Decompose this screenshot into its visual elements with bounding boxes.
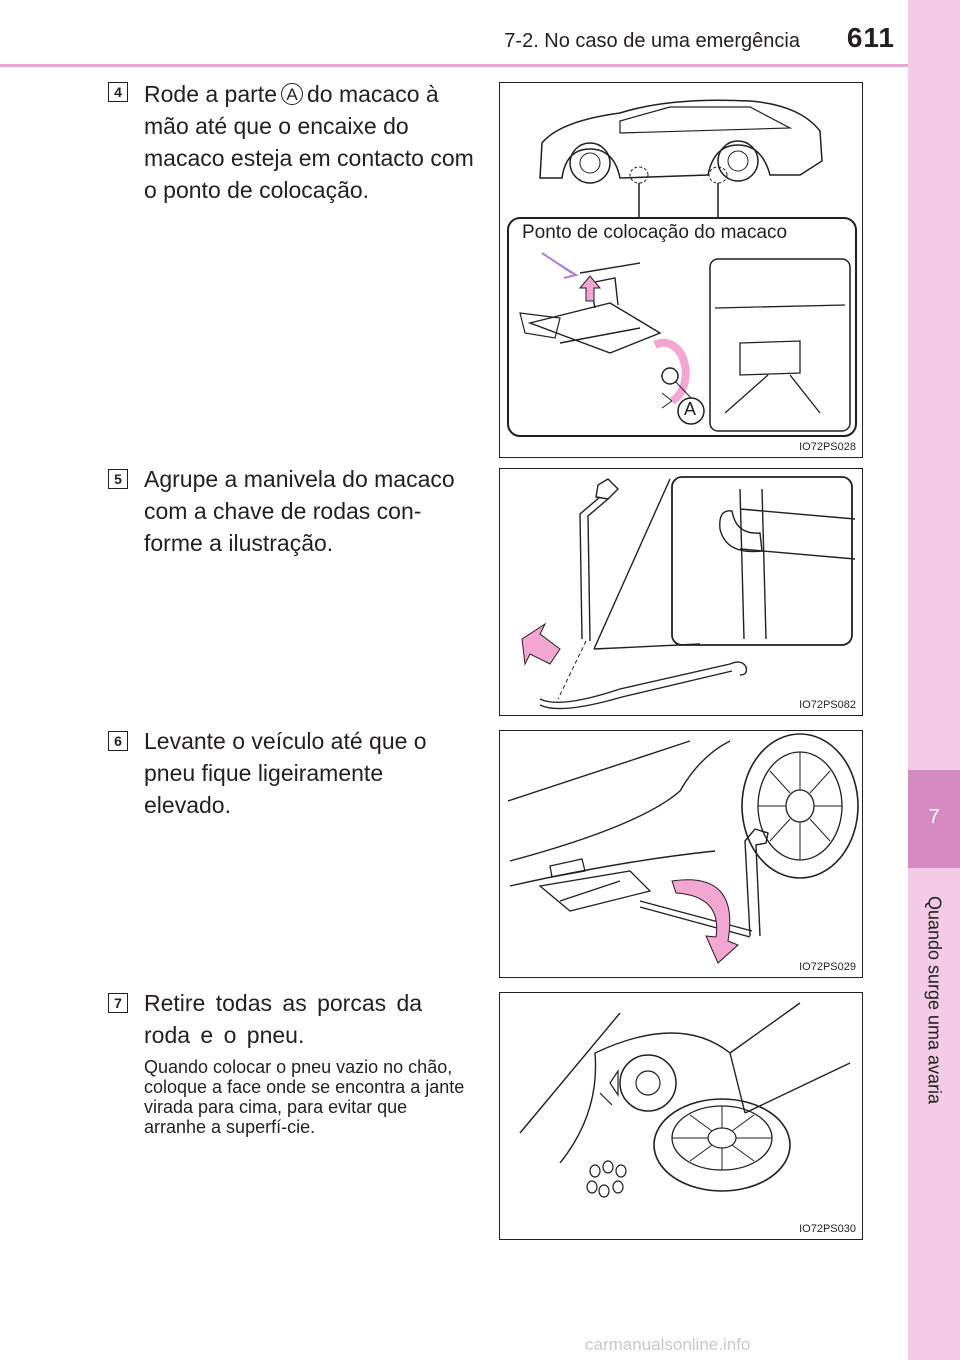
figure-code: IO72PS030 bbox=[799, 1223, 856, 1235]
step-4-text-before: Rode a parte bbox=[144, 81, 277, 107]
step-7-note: Quando colocar o pneu vazio no chão, col… bbox=[144, 1057, 465, 1137]
figure-wrench-assembly: IO72PS082 bbox=[499, 468, 863, 716]
figure-part-a-label: A bbox=[684, 399, 697, 419]
figure-raise-vehicle: IO72PS029 bbox=[499, 730, 863, 978]
step-7-text: Retire todas as porcas da roda e o pneu. bbox=[144, 990, 423, 1048]
part-a-marker: A bbox=[280, 83, 303, 105]
raise-vehicle-illustration bbox=[507, 733, 859, 964]
chapter-number: 7 bbox=[928, 806, 940, 828]
figure-code: IO72PS029 bbox=[799, 961, 856, 973]
jack-point-illustration bbox=[507, 99, 857, 437]
step-6-text: Levante o veículo até que o pneu fique l… bbox=[144, 728, 427, 818]
figure-jack-position: Ponto de colocação do macaco A IO72PS028 bbox=[499, 82, 863, 458]
step-5-text: Agrupe a manivela do macaco com a chave … bbox=[144, 466, 455, 556]
step-number-badge: 6 bbox=[108, 731, 128, 751]
step-number-badge: 4 bbox=[108, 82, 128, 102]
step-number-badge: 7 bbox=[108, 993, 128, 1013]
figure-remove-wheel: IO72PS030 bbox=[499, 992, 863, 1240]
wrench-assembly-illustration bbox=[521, 476, 856, 710]
page-number: 611 bbox=[846, 22, 895, 53]
chapter-number-tab bbox=[908, 770, 960, 868]
figure-code: IO72PS082 bbox=[799, 699, 856, 711]
header-divider bbox=[0, 64, 908, 67]
jack-point-label: Ponto de colocação do macaco bbox=[518, 222, 792, 244]
watermark-text[interactable]: carmanualsonline.info bbox=[585, 1335, 751, 1354]
chapter-side-tab[interactable] bbox=[908, 0, 960, 1360]
remove-wheel-illustration bbox=[519, 1002, 851, 1198]
section-title: 7-2. No caso de uma emergência bbox=[504, 30, 800, 52]
chapter-title: Quando surge uma avaria bbox=[924, 895, 945, 1105]
step-4-text-after: do macaco à mão até que o encaixe do mac… bbox=[144, 81, 474, 203]
step-number-badge: 5 bbox=[108, 469, 128, 489]
figure-code: IO72PS028 bbox=[799, 441, 856, 453]
